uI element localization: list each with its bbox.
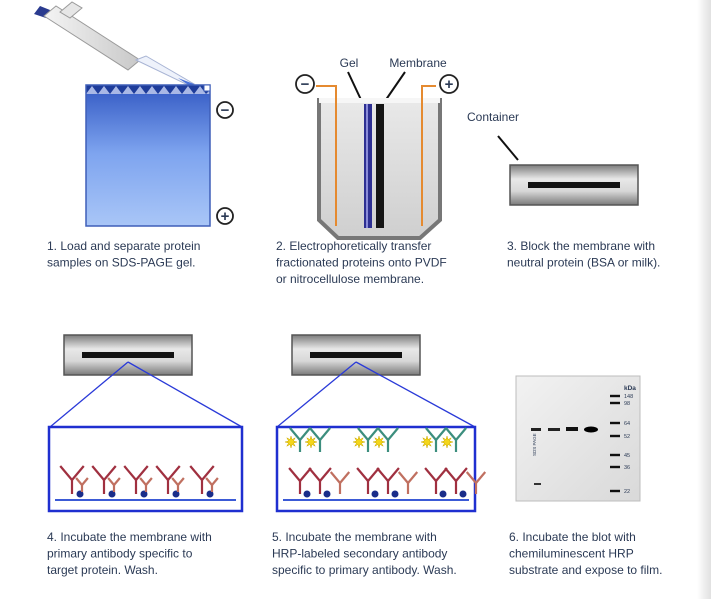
container-label: Container (467, 110, 519, 124)
antibody-complex (420, 427, 448, 498)
primary-antibody (189, 465, 219, 498)
negative-electrode-icon: − (216, 101, 234, 119)
antibody-complex (352, 427, 380, 498)
marker-label: 36 (624, 465, 630, 471)
svg-text:−: − (301, 76, 310, 93)
svg-text:−: − (221, 102, 230, 119)
caption-line: neutral protein (BSA or milk). (507, 256, 660, 270)
hrp-label-icon (352, 435, 366, 449)
primary-incubation-container (63, 334, 193, 376)
caption-line: specific to primary antibody. Wash. (272, 563, 457, 577)
hrp-label-icon (372, 435, 386, 449)
caption-line: 1. Load and separate protein (47, 239, 200, 253)
primary-antibody (91, 465, 121, 498)
target-protein (439, 490, 447, 498)
tank-positive-electrode-icon: + (439, 74, 459, 94)
marker-label: 64 (624, 421, 630, 427)
target-protein (391, 490, 399, 498)
primary-antibodies (59, 465, 219, 498)
hrp-label-icon (420, 435, 434, 449)
caption-step-1: 1. Load and separate protein samples on S… (47, 239, 200, 270)
hrp-label-icon (440, 435, 454, 449)
caption-line: 4. Incubate the membrane with (47, 530, 212, 544)
ladder-band (610, 453, 620, 457)
caption-step-6: 6. Incubate the blot with chemiluminescen… (509, 530, 662, 577)
primary-antibody (123, 465, 153, 498)
primary-antibody (465, 471, 487, 494)
target-protein (459, 490, 467, 498)
caption-line: 6. Incubate the blot with (509, 530, 636, 544)
caption-line: substrate and expose to film. (509, 563, 662, 577)
marker-label: 22 (624, 489, 630, 495)
positive-electrode-icon: + (216, 207, 234, 225)
target-protein (323, 490, 331, 498)
kda-label: kDa (624, 385, 636, 392)
caption-step-3: 3. Block the membrane with neutral protei… (507, 239, 660, 270)
step-captions: 1. Load and separate protein samples on S… (47, 239, 662, 577)
target-protein (206, 490, 214, 498)
sds-page-gel (85, 84, 211, 227)
caption-line: chemiluminescent HRP (509, 547, 634, 561)
target-protein (108, 490, 116, 498)
caption-line: HRP-labeled secondary antibody (272, 547, 447, 561)
antibody-complex (284, 427, 312, 498)
ladder-band (610, 421, 620, 425)
antibody-complex (304, 427, 332, 498)
svg-text:+: + (445, 76, 454, 93)
hrp-label-icon (284, 435, 298, 449)
primary-antibody (329, 471, 351, 494)
tank-negative-electrode-icon: − (295, 74, 315, 94)
primary-antibody (155, 465, 185, 498)
ladder-band (610, 434, 620, 438)
antibody-complex (440, 427, 468, 498)
marker-label: 52 (624, 434, 630, 440)
blocking-container (509, 164, 639, 206)
marker-label: 45 (624, 453, 630, 459)
ladder-band (610, 394, 620, 398)
target-protein (303, 490, 311, 498)
membrane-label: Membrane (389, 56, 447, 70)
hrp-label-icon (304, 435, 318, 449)
caption-line: primary antibody specific to (47, 547, 193, 561)
caption-line: samples on SDS-PAGE gel. (47, 256, 196, 270)
primary-antibody (397, 471, 419, 494)
ladder-band (610, 489, 620, 493)
target-protein (371, 490, 379, 498)
svg-text:+: + (221, 208, 230, 225)
marker-label: 98 (624, 401, 630, 407)
caption-line: target protein. Wash. (47, 563, 158, 577)
secondary-incubation-container (291, 334, 421, 376)
ladder-band (610, 465, 620, 469)
target-protein (76, 490, 84, 498)
ladder-band (610, 401, 620, 405)
caption-line: or nitrocellulose membrane. (276, 272, 424, 286)
target-protein (140, 490, 148, 498)
sds-page-label: SDS PAGE (532, 433, 537, 456)
page-edge-shadow (697, 0, 711, 599)
caption-line: 5. Incubate the membrane with (272, 530, 437, 544)
caption-line: 2. Electrophoretically transfer (276, 239, 431, 253)
secondary-antibodies (284, 427, 487, 498)
caption-line: fractionated proteins onto PVDF (276, 256, 447, 270)
marker-label: 148 (624, 394, 633, 400)
caption-line: 3. Block the membrane with (507, 239, 655, 253)
gel-label: Gel (340, 56, 359, 70)
caption-step-4: 4. Incubate the membrane with primary ant… (47, 530, 212, 577)
transfer-tank (317, 98, 442, 240)
caption-step-2: 2. Electrophoretically transfer fractiona… (276, 239, 447, 286)
pipette-icon (34, 1, 196, 87)
primary-antibody (59, 465, 89, 498)
antibody-complex (372, 427, 400, 498)
target-protein (172, 490, 180, 498)
